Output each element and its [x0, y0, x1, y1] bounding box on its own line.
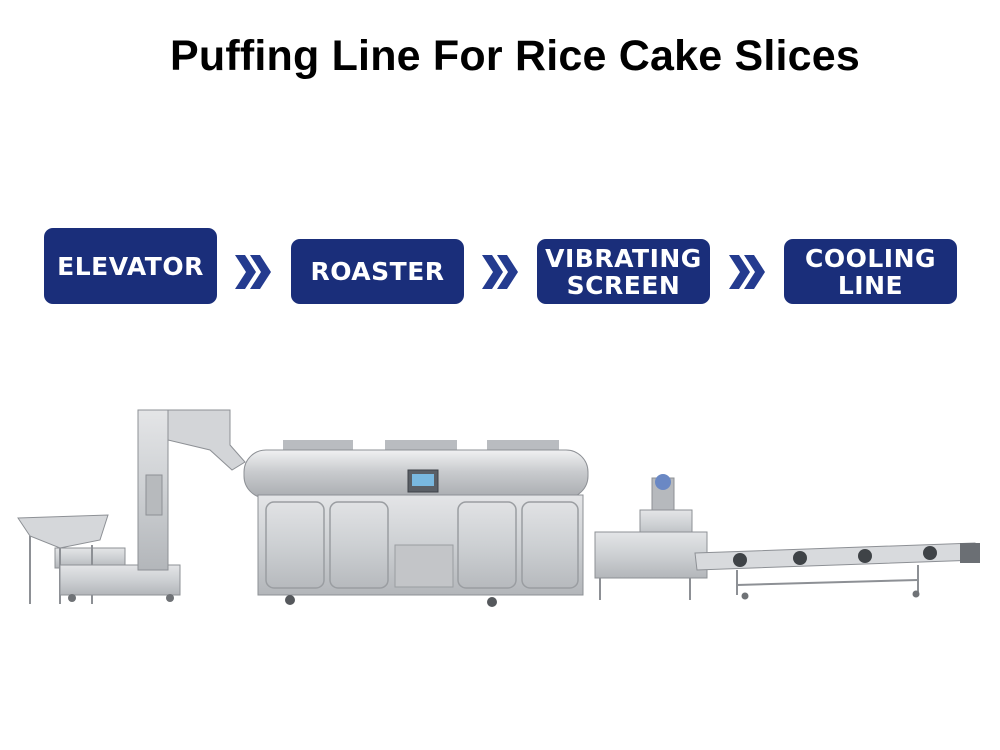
step-vibrating-screen-line-1: VIBRATING [545, 243, 702, 273]
process-flow: ELEVATOR ROASTER VIBRATING SCREEN COOLIN… [0, 0, 1000, 330]
step-vibrating-screen: VIBRATING SCREEN [537, 239, 710, 304]
production-line-illustration [17, 409, 980, 607]
double-chevron-right-icon [729, 255, 765, 289]
step-cooling-line: COOLING LINE [784, 239, 957, 304]
step-vibrating-screen-line-2: SCREEN [566, 270, 681, 300]
step-roaster-label: ROASTER [310, 257, 445, 286]
double-chevron-right-icon [235, 255, 271, 289]
roaster-machine [243, 440, 589, 607]
elevator-machine [59, 409, 246, 602]
step-roaster: ROASTER [291, 239, 464, 304]
step-elevator-label: ELEVATOR [57, 251, 204, 281]
step-elevator: ELEVATOR [44, 228, 217, 304]
page-title: Puffing Line For Rice Cake Slices [169, 32, 860, 80]
step-cooling-line-line-1: COOLING [804, 243, 937, 273]
vibrating-screen-machine [594, 474, 708, 600]
double-chevron-right-icon [482, 255, 518, 289]
cooling-line-machine [694, 542, 980, 600]
step-cooling-line-line-2: LINE [837, 270, 904, 300]
